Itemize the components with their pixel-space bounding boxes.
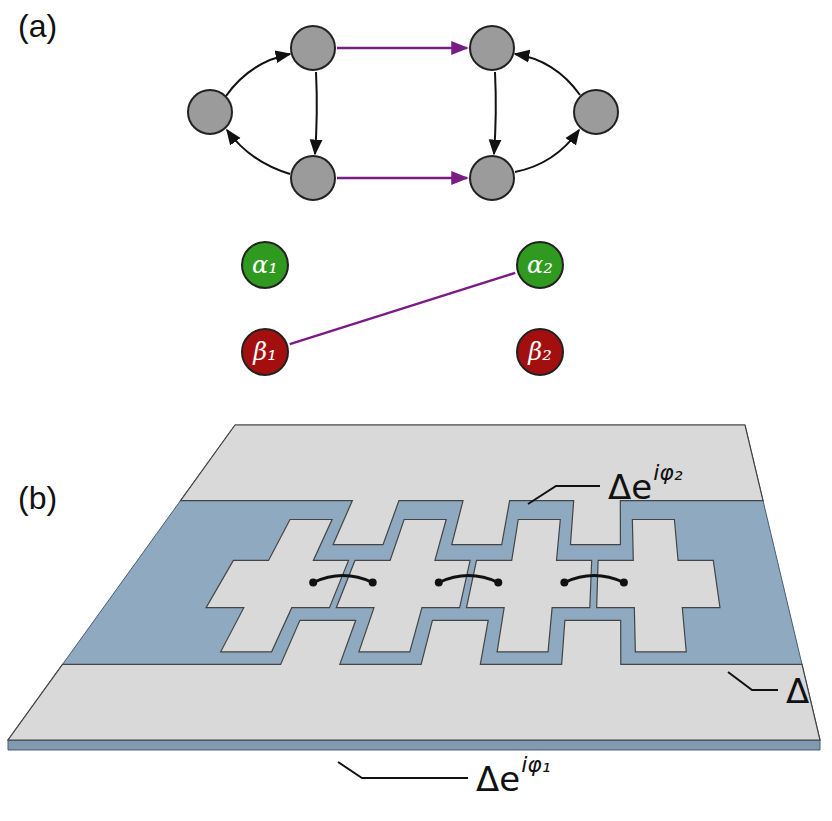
phase-superscript: iφ₁ xyxy=(521,754,550,776)
site-circle: β₂ xyxy=(516,328,564,376)
coupling-line xyxy=(290,273,515,344)
purple-arrows xyxy=(337,48,467,178)
site-label: β₁ xyxy=(253,340,277,364)
site-circle: β₁ xyxy=(241,328,289,376)
phase-superscript: iφ₂ xyxy=(653,462,682,484)
site-label: β₂ xyxy=(528,340,552,364)
site-label: α₂ xyxy=(527,253,553,277)
site-label: α₁ xyxy=(252,253,278,277)
panel-label: (b) xyxy=(18,482,57,514)
region-label: Δe xyxy=(608,470,652,504)
grey-sites xyxy=(188,26,618,200)
device-plate xyxy=(8,425,820,750)
region-label: Δ xyxy=(786,674,809,708)
cycle-arrows xyxy=(226,54,580,174)
site-circle: α₁ xyxy=(241,241,289,289)
site-circle: α₂ xyxy=(516,241,564,289)
leader-lines xyxy=(338,486,778,778)
region-label: Δe xyxy=(476,762,520,796)
panel-label: (a) xyxy=(18,10,57,42)
